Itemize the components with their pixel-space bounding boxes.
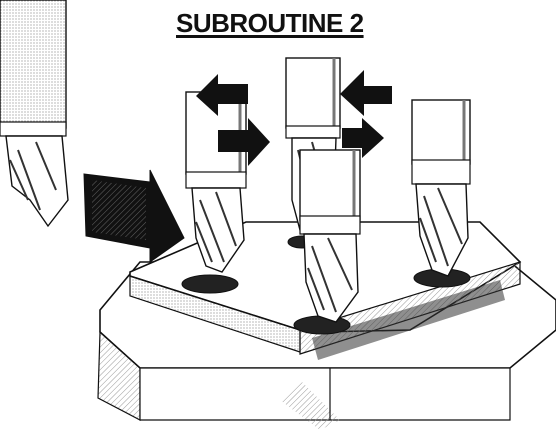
hole-front [294, 316, 350, 334]
hole-front-left [182, 275, 238, 293]
arrow-left-upper-right [340, 70, 392, 116]
side-end-mill [0, 0, 68, 226]
feed-arrow [84, 170, 184, 262]
